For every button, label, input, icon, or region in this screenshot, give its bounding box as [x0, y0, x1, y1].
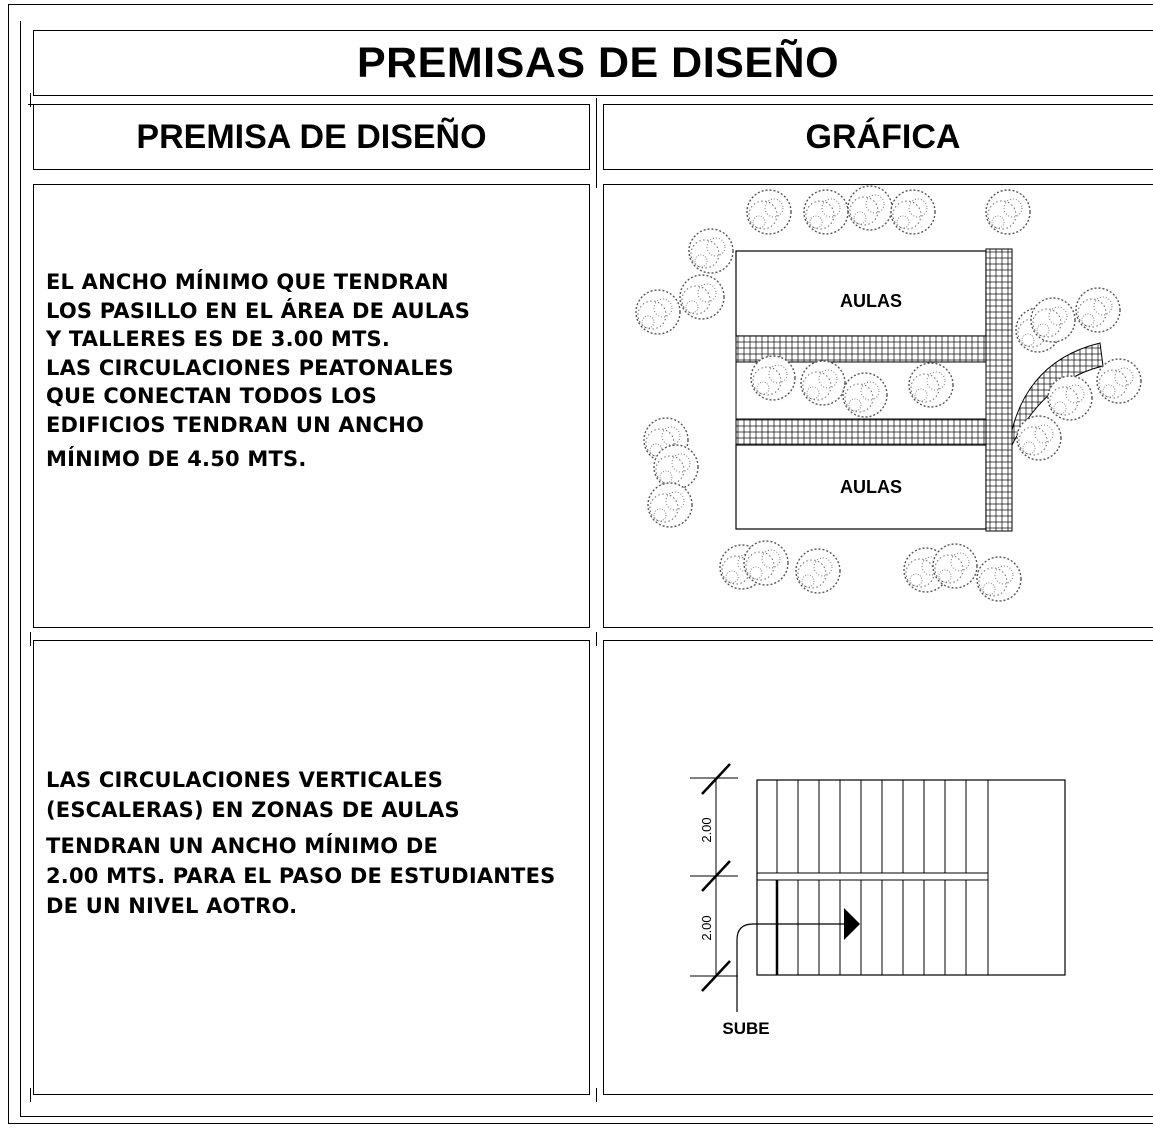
- premise-text-1: EL ANCHO MÍNIMO QUE TENDRAN LOS PASILLO …: [46, 268, 470, 473]
- dimension-label: 2.00: [699, 915, 714, 940]
- graphic-cell-2: [603, 640, 1153, 1095]
- premise-line: LOS PASILLO EN EL ÁREA DE AULAS: [46, 298, 471, 323]
- corridor: [735, 418, 1013, 446]
- aula-block: [735, 444, 987, 530]
- header-graphic: GRÁFICA: [603, 104, 1153, 170]
- premise-line: LAS CIRCULACIONES VERTICALES: [46, 768, 444, 792]
- corner-tick: [596, 632, 597, 646]
- premise-line: LAS CIRCULACIONES PEATONALES: [46, 355, 454, 380]
- premise-line: MÍNIMO DE 4.50 MTS.: [46, 446, 307, 471]
- title-box: [33, 30, 1153, 96]
- aula-label: AULAS: [840, 291, 902, 311]
- header-premise: PREMISA DE DISEÑO: [33, 104, 590, 170]
- sheet-border: [20, 21, 1153, 1117]
- premise-line: EL ANCHO MÍNIMO QUE TENDRAN: [46, 270, 449, 294]
- corner-tick: [30, 632, 31, 646]
- premise-line: TENDRAN UN ANCHO MÍNIMO DE: [46, 834, 439, 858]
- corner-tick: [30, 1088, 31, 1102]
- premise-line: QUE CONECTAN TODOS LOS: [46, 384, 377, 409]
- aula-label: AULAS: [840, 477, 902, 497]
- corner-tick: [596, 98, 597, 188]
- premise-text-2: LAS CIRCULACIONES VERTICALES (ESCALERAS)…: [46, 765, 555, 921]
- page-title: PREMISAS DE DISEÑO: [356, 38, 840, 87]
- corridor: [985, 248, 1013, 532]
- corner-tick: [30, 93, 31, 107]
- premise-line: (ESCALERAS) EN ZONAS DE AULAS: [46, 798, 460, 822]
- aula-block: [735, 250, 987, 337]
- drawing-frame: [8, 4, 1153, 1124]
- corner-tick: [28, 104, 38, 105]
- premise-line: 2.00 MTS. PARA EL PASO DE ESTUDIANTES: [46, 864, 556, 888]
- premise-line: Y TALLERES ES DE 3.00 MTS.: [46, 327, 391, 352]
- corner-tick: [596, 1088, 597, 1102]
- sube-label: SUBE: [722, 1019, 769, 1038]
- premise-cell-2: [33, 640, 590, 1095]
- premise-cell-1: [33, 184, 590, 628]
- dimension-label: 2.00: [699, 817, 714, 842]
- premise-line: EDIFICIOS TENDRAN UN ANCHO: [46, 412, 425, 437]
- graphic-cell-1: [603, 184, 1153, 628]
- staircase-graphic: [690, 763, 1066, 1012]
- premise-line: DE UN NIVEL AOTRO.: [46, 894, 298, 918]
